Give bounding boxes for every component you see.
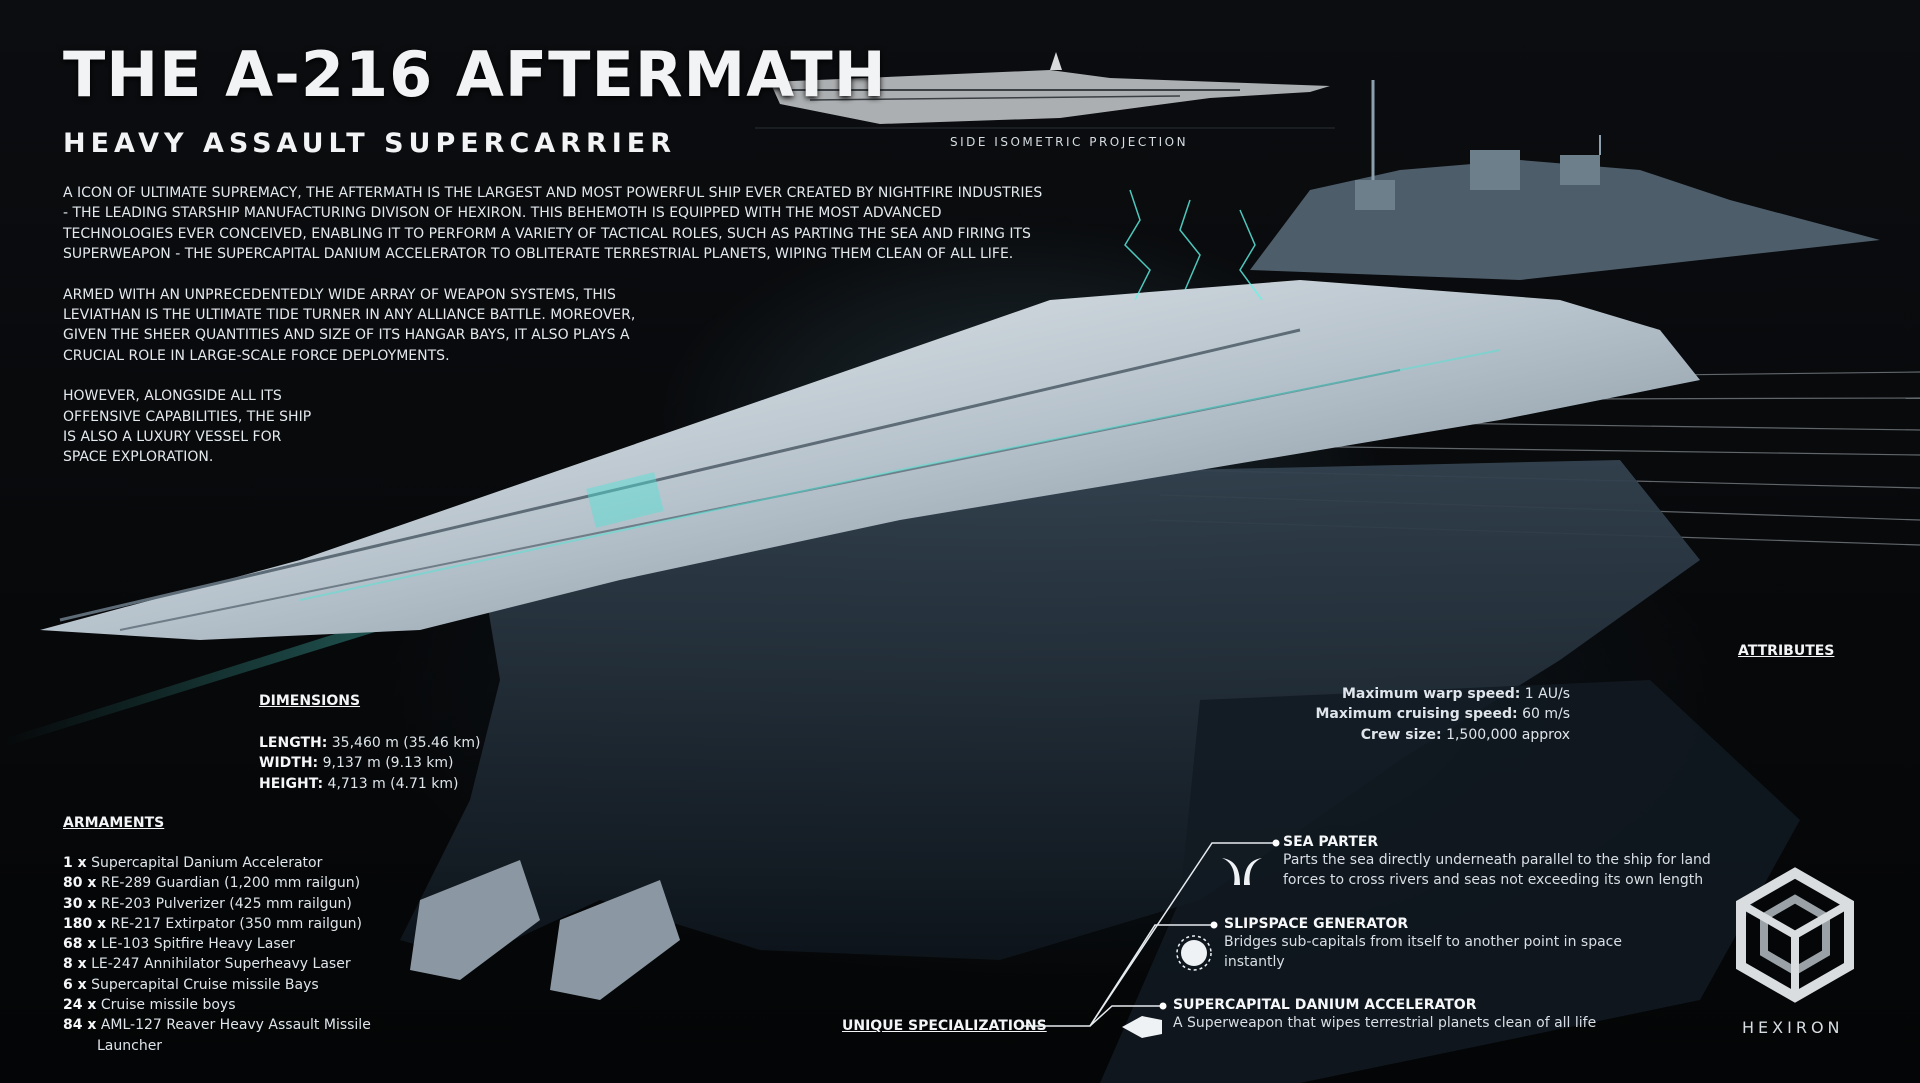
dimension-value: 35,460 m (35.46 km) xyxy=(331,735,481,751)
dimensions-heading: DIMENSIONS xyxy=(259,693,361,709)
armament-name-continued: Launcher xyxy=(97,1037,163,1054)
specialization-name: SLIPSPACE GENERATOR xyxy=(1224,916,1409,932)
page-title: THE A-216 AFTERMATH xyxy=(63,38,887,111)
dimension-row: LENGTH: 35,460 m (35.46 km) xyxy=(259,733,481,753)
armament-name: RE-217 Extirpator (350 mm railgun) xyxy=(110,915,362,932)
attributes-heading: ATTRIBUTES xyxy=(1738,643,1835,659)
armament-qty: 1 x xyxy=(63,855,87,871)
specializations-heading: UNIQUE SPECIALIZATIONS xyxy=(842,1018,1047,1034)
ship-underbody xyxy=(400,460,1700,960)
attribute-value: 1,500,000 approx xyxy=(1446,726,1570,743)
side-projection-silhouette xyxy=(755,52,1335,129)
dimension-value: 9,137 m (9.13 km) xyxy=(322,755,454,772)
attributes-list: Maximum warp speed: 1 AU/s Maximum cruis… xyxy=(1315,684,1570,745)
intro-paragraph-1: A ICON OF ULTIMATE SUPREMACY, THE AFTERM… xyxy=(63,185,1043,263)
armament-qty: 8 x xyxy=(63,956,87,973)
attribute-label: Maximum cruising speed: xyxy=(1315,706,1518,723)
armament-row: 180 x RE-217 Extirpator (350 mm railgun) xyxy=(63,914,371,934)
armament-qty: 30 x xyxy=(63,895,97,912)
armament-row: 68 x LE-103 Spitfire Heavy Laser xyxy=(63,934,371,954)
dimension-label: LENGTH: xyxy=(259,735,328,751)
ship-hull-deck xyxy=(40,280,1700,640)
armament-name: Supercapital Cruise missile Bays xyxy=(91,976,319,993)
specialization-desc: A Superweapon that wipes terrestrial pla… xyxy=(1173,1015,1597,1031)
intro-paragraph-3: HOWEVER, ALONGSIDE ALL ITS OFFENSIVE CAP… xyxy=(63,388,312,466)
armament-qty: 80 x xyxy=(63,875,97,892)
armament-qty: 84 x xyxy=(63,1017,97,1034)
page-subtitle: HEAVY ASSAULT SUPERCARRIER xyxy=(63,128,677,159)
armament-name: RE-203 Pulverizer (425 mm railgun) xyxy=(100,895,352,912)
armament-qty: 6 x xyxy=(63,976,87,993)
armament-name: RE-289 Guardian (1,200 mm railgun) xyxy=(100,875,361,892)
dimension-row: HEIGHT: 4,713 m (4.71 km) xyxy=(259,774,481,794)
armament-row: 84 x AML-127 Reaver Heavy Assault Missil… xyxy=(63,1015,371,1056)
intro-paragraph-2: ARMED WITH AN UNPRECEDENTEDLY WIDE ARRAY… xyxy=(63,286,636,364)
dimensions-list: LENGTH: 35,460 m (35.46 km) WIDTH: 9,137… xyxy=(259,733,481,794)
armament-qty: 68 x xyxy=(63,936,97,953)
armament-name: LE-103 Spitfire Heavy Laser xyxy=(100,936,295,953)
brand-name: HEXIRON xyxy=(1742,1018,1844,1037)
electric-arcs xyxy=(1124,189,1263,301)
armaments-heading: ARMAMENTS xyxy=(63,815,165,831)
specialization-slipspace-generator: SLIPSPACE GENERATOR Bridges sub-capitals… xyxy=(1224,916,1644,973)
armament-row: 30 x RE-203 Pulverizer (425 mm railgun) xyxy=(63,894,371,914)
specialization-desc: Bridges sub-capitals from itself to anot… xyxy=(1224,934,1622,971)
armament-qty: 180 x xyxy=(63,915,107,932)
armament-row: 80 x RE-289 Guardian (1,200 mm railgun) xyxy=(63,873,371,893)
armament-row: 24 x Cruise missile boys xyxy=(63,995,371,1015)
specialization-danium-accelerator: SUPERCAPITAL DANIUM ACCELERATOR A Superw… xyxy=(1173,997,1673,1033)
armament-name: Cruise missile boys xyxy=(100,997,236,1014)
attribute-label: Crew size: xyxy=(1360,726,1442,743)
projection-caption: SIDE ISOMETRIC PROJECTION xyxy=(950,135,1189,149)
dimension-label: WIDTH: xyxy=(259,755,319,772)
dimension-label: HEIGHT: xyxy=(259,775,324,792)
armament-name: LE-247 Annihilator Superheavy Laser xyxy=(91,956,351,973)
armament-row: 6 x Supercapital Cruise missile Bays xyxy=(63,975,371,995)
attribute-row: Crew size: 1,500,000 approx xyxy=(1315,725,1570,745)
specialization-sea-parter: SEA PARTER Parts the sea directly undern… xyxy=(1283,834,1723,891)
attribute-value: 1 AU/s xyxy=(1524,686,1570,702)
intro-text: A ICON OF ULTIMATE SUPREMACY, THE AFTERM… xyxy=(63,183,1053,488)
attribute-value: 60 m/s xyxy=(1522,706,1570,723)
armaments-list: 1 x Supercapital Danium Accelerator 80 x… xyxy=(63,853,371,1056)
armament-name: AML-127 Reaver Heavy Assault Missile xyxy=(100,1017,371,1034)
armament-row: 8 x LE-247 Annihilator Superheavy Laser xyxy=(63,954,371,974)
dimension-value: 4,713 m (4.71 km) xyxy=(327,775,459,792)
armament-name: Supercapital Danium Accelerator xyxy=(91,855,323,871)
attribute-row: Maximum warp speed: 1 AU/s xyxy=(1315,684,1570,704)
specialization-name: SEA PARTER xyxy=(1283,834,1379,850)
ship-superstructure xyxy=(1250,80,1880,280)
armament-qty: 24 x xyxy=(63,997,97,1014)
attribute-row: Maximum cruising speed: 60 m/s xyxy=(1315,704,1570,724)
armament-row: 1 x Supercapital Danium Accelerator xyxy=(63,853,371,873)
specialization-desc: Parts the sea directly underneath parall… xyxy=(1283,852,1711,889)
specialization-name: SUPERCAPITAL DANIUM ACCELERATOR xyxy=(1173,997,1477,1013)
dimension-row: WIDTH: 9,137 m (9.13 km) xyxy=(259,753,481,773)
attribute-label: Maximum warp speed: xyxy=(1341,686,1521,702)
